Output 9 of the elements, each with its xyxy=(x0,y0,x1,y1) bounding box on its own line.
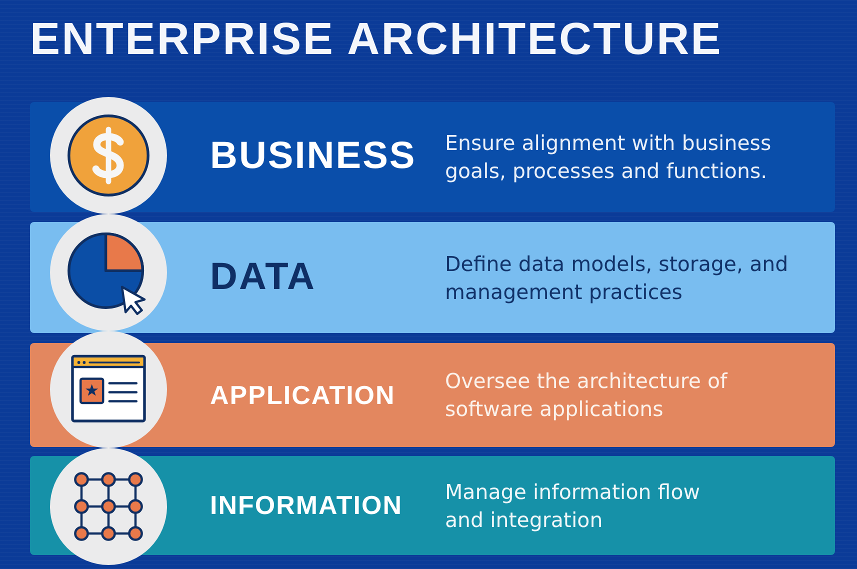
layer-title: APPLICATION xyxy=(210,380,396,410)
layer-description: Ensure alignment with business goals, processes and functions. xyxy=(445,130,772,185)
layer-description: Manage information flow and integration xyxy=(445,478,701,534)
layer-description: Define data models, storage, and management practices xyxy=(445,250,790,306)
layer-title: INFORMATION xyxy=(210,491,404,520)
layer-description: Oversee the architecture of software applications xyxy=(445,368,729,423)
page-title: ENTERPRISE ARCHITECTURE xyxy=(30,14,722,64)
layer-title: BUSINESS xyxy=(210,136,418,178)
layer-title: DATA xyxy=(210,256,317,298)
